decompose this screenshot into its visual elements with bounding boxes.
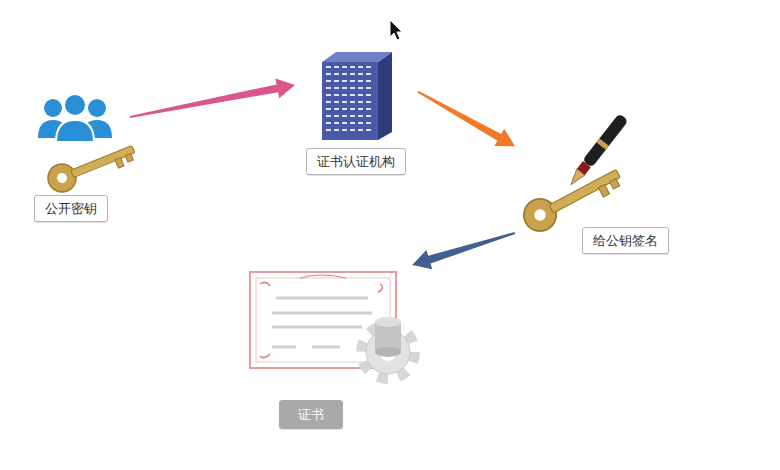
diagram-node: 给公钥签名 <box>515 108 690 255</box>
key-icon <box>518 159 626 237</box>
certificate-icon <box>250 272 414 378</box>
key-label-box: 公开密钥 <box>34 195 108 222</box>
people-icon <box>38 94 112 142</box>
certificate-label-box: 证书 <box>279 400 343 429</box>
diagram-node: 证书 <box>245 265 435 430</box>
diagram-node: 证书认证机构 <box>295 45 418 178</box>
mouse-cursor <box>390 20 402 40</box>
key-icon <box>44 136 139 196</box>
authority-label-box: 证书认证机构 <box>306 148 406 175</box>
flow-arrow <box>412 232 515 269</box>
diagram-node: 公开密钥 <box>20 90 130 225</box>
server-building <box>322 52 392 140</box>
flow-arrow <box>418 91 515 147</box>
sign-label-box: 给公钥签名 <box>582 227 669 254</box>
flow-arrow <box>130 79 295 118</box>
